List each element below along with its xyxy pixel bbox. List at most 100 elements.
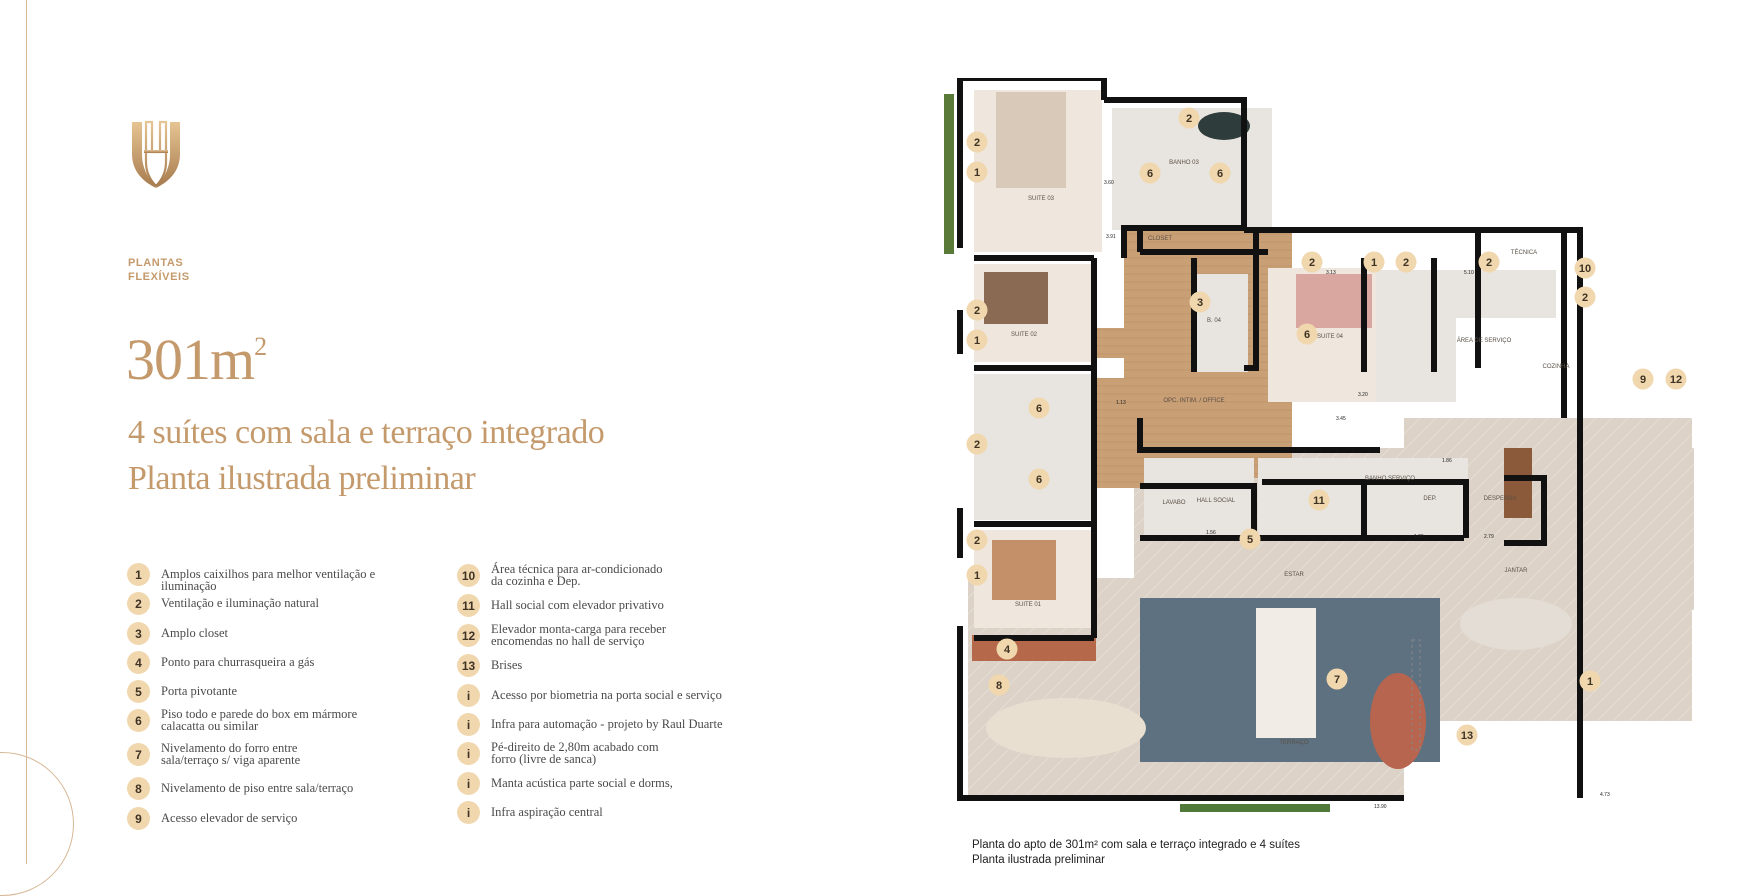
legend-item: 6 Piso todo e parede do box em mármore ca…	[127, 707, 431, 733]
room-despensa: DESPENSA	[1484, 496, 1517, 502]
legend-text: Piso todo e parede do box em mármore cal…	[161, 707, 358, 733]
svg-text:2: 2	[974, 305, 980, 317]
svg-text:1: 1	[974, 167, 980, 179]
svg-text:6: 6	[1036, 474, 1042, 486]
svg-text:2: 2	[974, 137, 980, 149]
room-dep: DEP.	[1423, 496, 1437, 502]
legend-text: Infra para automação - projeto by Raul D…	[491, 717, 723, 731]
legend-badge: 5	[127, 680, 150, 703]
section-kicker: PLANTAS FLEXÍVEIS	[128, 257, 190, 283]
dim: 13.90	[1374, 804, 1387, 810]
room-opc: OPC. INTIM. / OFFICE	[1163, 398, 1224, 404]
room-suite-01: SUITE 01	[1015, 602, 1042, 608]
plan-marker: 7	[1326, 668, 1348, 690]
legend-badge: i	[457, 772, 480, 795]
garden-strip-bottom	[1180, 804, 1330, 812]
legend-text: Amplo closet	[161, 626, 229, 640]
room-closet: CLOSET	[1148, 236, 1172, 242]
plan-marker: 2	[1478, 251, 1500, 273]
svg-text:10: 10	[1579, 263, 1591, 275]
legend-badge: 3	[127, 622, 150, 645]
plan-marker: 5	[1239, 528, 1261, 550]
legend-text: Nivelamento do forro entre sala/terraço …	[161, 741, 301, 767]
plan-marker: 12	[1665, 368, 1687, 390]
brand-logo-icon	[132, 120, 180, 188]
area-heading: 301m2	[126, 326, 267, 393]
legend-text: Elevador monta-carga para receber encome…	[491, 622, 667, 648]
dimension-labels: 3.91 3.60 3.45 1.13 4.73 13.90 1.25 2.79…	[1104, 180, 1610, 810]
dining-table	[1460, 598, 1572, 650]
svg-text:8: 8	[996, 680, 1002, 692]
plan-marker: 2	[966, 529, 988, 551]
legend-badge: 4	[127, 651, 150, 674]
plan-marker: 3	[1189, 291, 1211, 313]
plan-marker: 2	[1178, 107, 1200, 129]
svg-text:1: 1	[1371, 257, 1377, 269]
floor-plan: SUITE 03 BANHO 03 CLOSET SUITE 02 OPC. I…	[944, 78, 1694, 812]
legend-text: Área técnica para ar-condicionado da coz…	[491, 562, 663, 588]
plan-marker: 13	[1456, 724, 1478, 746]
subtitle-line-1: 4 suítes com sala e terraço integrado	[128, 414, 605, 451]
room-suite-02: SUITE 02	[1011, 332, 1038, 338]
plan-caption: Planta do apto de 301m² com sala e terra…	[972, 839, 1300, 866]
plan-marker: 10	[1574, 257, 1596, 279]
room-hall: HALL SOCIAL	[1197, 498, 1236, 504]
decorative-arc	[0, 752, 74, 896]
room-lavabo: LAVABO	[1162, 500, 1185, 506]
legend-item: 3 Amplo closet	[127, 622, 431, 645]
legend-text: Infra aspiração central	[491, 805, 603, 819]
svg-text:9: 9	[1640, 374, 1646, 386]
legend-item: 8 Nivelamento de piso entre sala/terraço	[127, 777, 431, 800]
dim: 5.10	[1464, 270, 1474, 276]
legend-item: 4 Ponto para churrasqueira a gás	[127, 651, 431, 674]
legend-badge: 9	[127, 807, 150, 830]
plan-marker: 8	[988, 674, 1010, 696]
legend-badge: 13	[457, 654, 480, 677]
bed-suite-01	[992, 540, 1056, 600]
sofa-right	[1370, 673, 1426, 769]
legend-text: Ventilação e iluminação natural	[161, 596, 319, 610]
bed-suite-03	[996, 92, 1066, 188]
legend-badge: 11	[457, 594, 480, 617]
plan-marker: 6	[1139, 162, 1161, 184]
plan-marker: 2	[1301, 251, 1323, 273]
room-jantar: JANTAR	[1505, 568, 1529, 574]
legend-text: Nivelamento de piso entre sala/terraço	[161, 781, 354, 795]
plan-marker: 4	[996, 638, 1018, 660]
dim: 2.79	[1484, 534, 1494, 540]
svg-text:1: 1	[974, 335, 980, 347]
dim: 3.91	[1106, 234, 1116, 240]
area-value: 301m	[126, 327, 255, 392]
svg-text:7: 7	[1334, 674, 1340, 686]
svg-text:2: 2	[1309, 257, 1315, 269]
legend-text: Ponto para churrasqueira a gás	[161, 655, 315, 669]
plan-marker: 6	[1209, 162, 1231, 184]
legend-text: Manta acústica parte social e dorms,	[491, 776, 673, 790]
plan-marker: 1	[1579, 670, 1601, 692]
svg-text:1: 1	[1587, 676, 1593, 688]
bed-suite-04	[1296, 274, 1372, 328]
plan-marker: 2	[966, 131, 988, 153]
plan-marker: 2	[966, 433, 988, 455]
bed-suite-02	[984, 272, 1048, 324]
bathtub	[1198, 112, 1250, 140]
legend-badge: 10	[457, 564, 480, 587]
room-tecnica: TÉCNICA	[1511, 249, 1537, 256]
curved-sofa	[986, 698, 1146, 758]
plan-marker: 1	[966, 161, 988, 183]
legend-badge: i	[457, 684, 480, 707]
dim: 1.56	[1206, 530, 1216, 536]
room-labels: SUITE 03 BANHO 03 CLOSET SUITE 02 OPC. I…	[1011, 160, 1570, 746]
svg-text:2: 2	[1186, 113, 1192, 125]
svg-text:1: 1	[974, 570, 980, 582]
legend-badge: 8	[127, 777, 150, 800]
legend-badge: 6	[127, 709, 150, 732]
